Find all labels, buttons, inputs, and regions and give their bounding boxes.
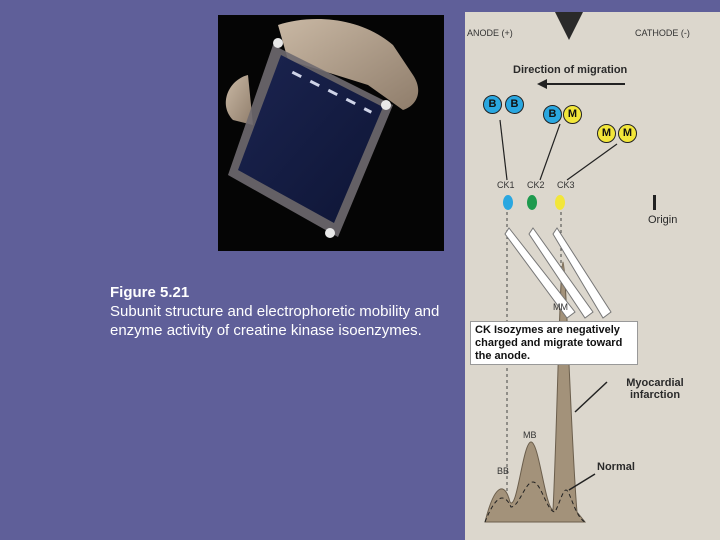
sample-well-arrow-icon (555, 12, 583, 40)
normal-label: Normal (597, 461, 635, 473)
subunit-b-icon: B (505, 95, 524, 114)
migration-arrow-icon (537, 79, 547, 89)
band-label-ck2: CK2 (527, 180, 545, 190)
origin-label: Origin (648, 214, 678, 226)
migration-label: Direction of migration (513, 64, 628, 76)
mi-label: Myocardial infarction (626, 377, 684, 401)
subunit-b-icon: B (483, 95, 502, 114)
figure-caption: Figure 5.21 Subunit structure and electr… (110, 283, 440, 340)
peak-label-mm: MM (553, 302, 568, 312)
band-ck1 (503, 195, 513, 210)
callout-box: CK Isozymes are negatively charged and m… (470, 321, 638, 365)
peak-label-mb: MB (523, 430, 537, 440)
peak-label-bb: BB (497, 466, 510, 476)
electrophoresis-diagram: ANODE (+) CATHODE (-) Direction of migra… (465, 12, 720, 540)
gel-photo (218, 15, 444, 251)
subunit-m-icon: M (597, 124, 616, 143)
normal-profile (484, 481, 586, 523)
band-ck3 (555, 195, 565, 210)
origin-marker-icon (653, 195, 656, 210)
diagram-graphics (484, 12, 656, 523)
band-label-ck3: CK3 (557, 180, 575, 190)
band-label-ck1: CK1 (497, 180, 515, 190)
subunit-m-icon: M (618, 124, 637, 143)
cathode-label: CATHODE (-) (635, 28, 690, 38)
band-ck2 (527, 195, 537, 210)
caption-body: Subunit structure and electrophoretic mo… (110, 303, 440, 339)
anode-label: ANODE (+) (467, 28, 513, 38)
subunit-m-icon: M (563, 105, 582, 124)
gel-photo-illustration (225, 19, 419, 238)
caption-title: Figure 5.21 (110, 284, 190, 301)
subunit-b-icon: B (543, 105, 562, 124)
